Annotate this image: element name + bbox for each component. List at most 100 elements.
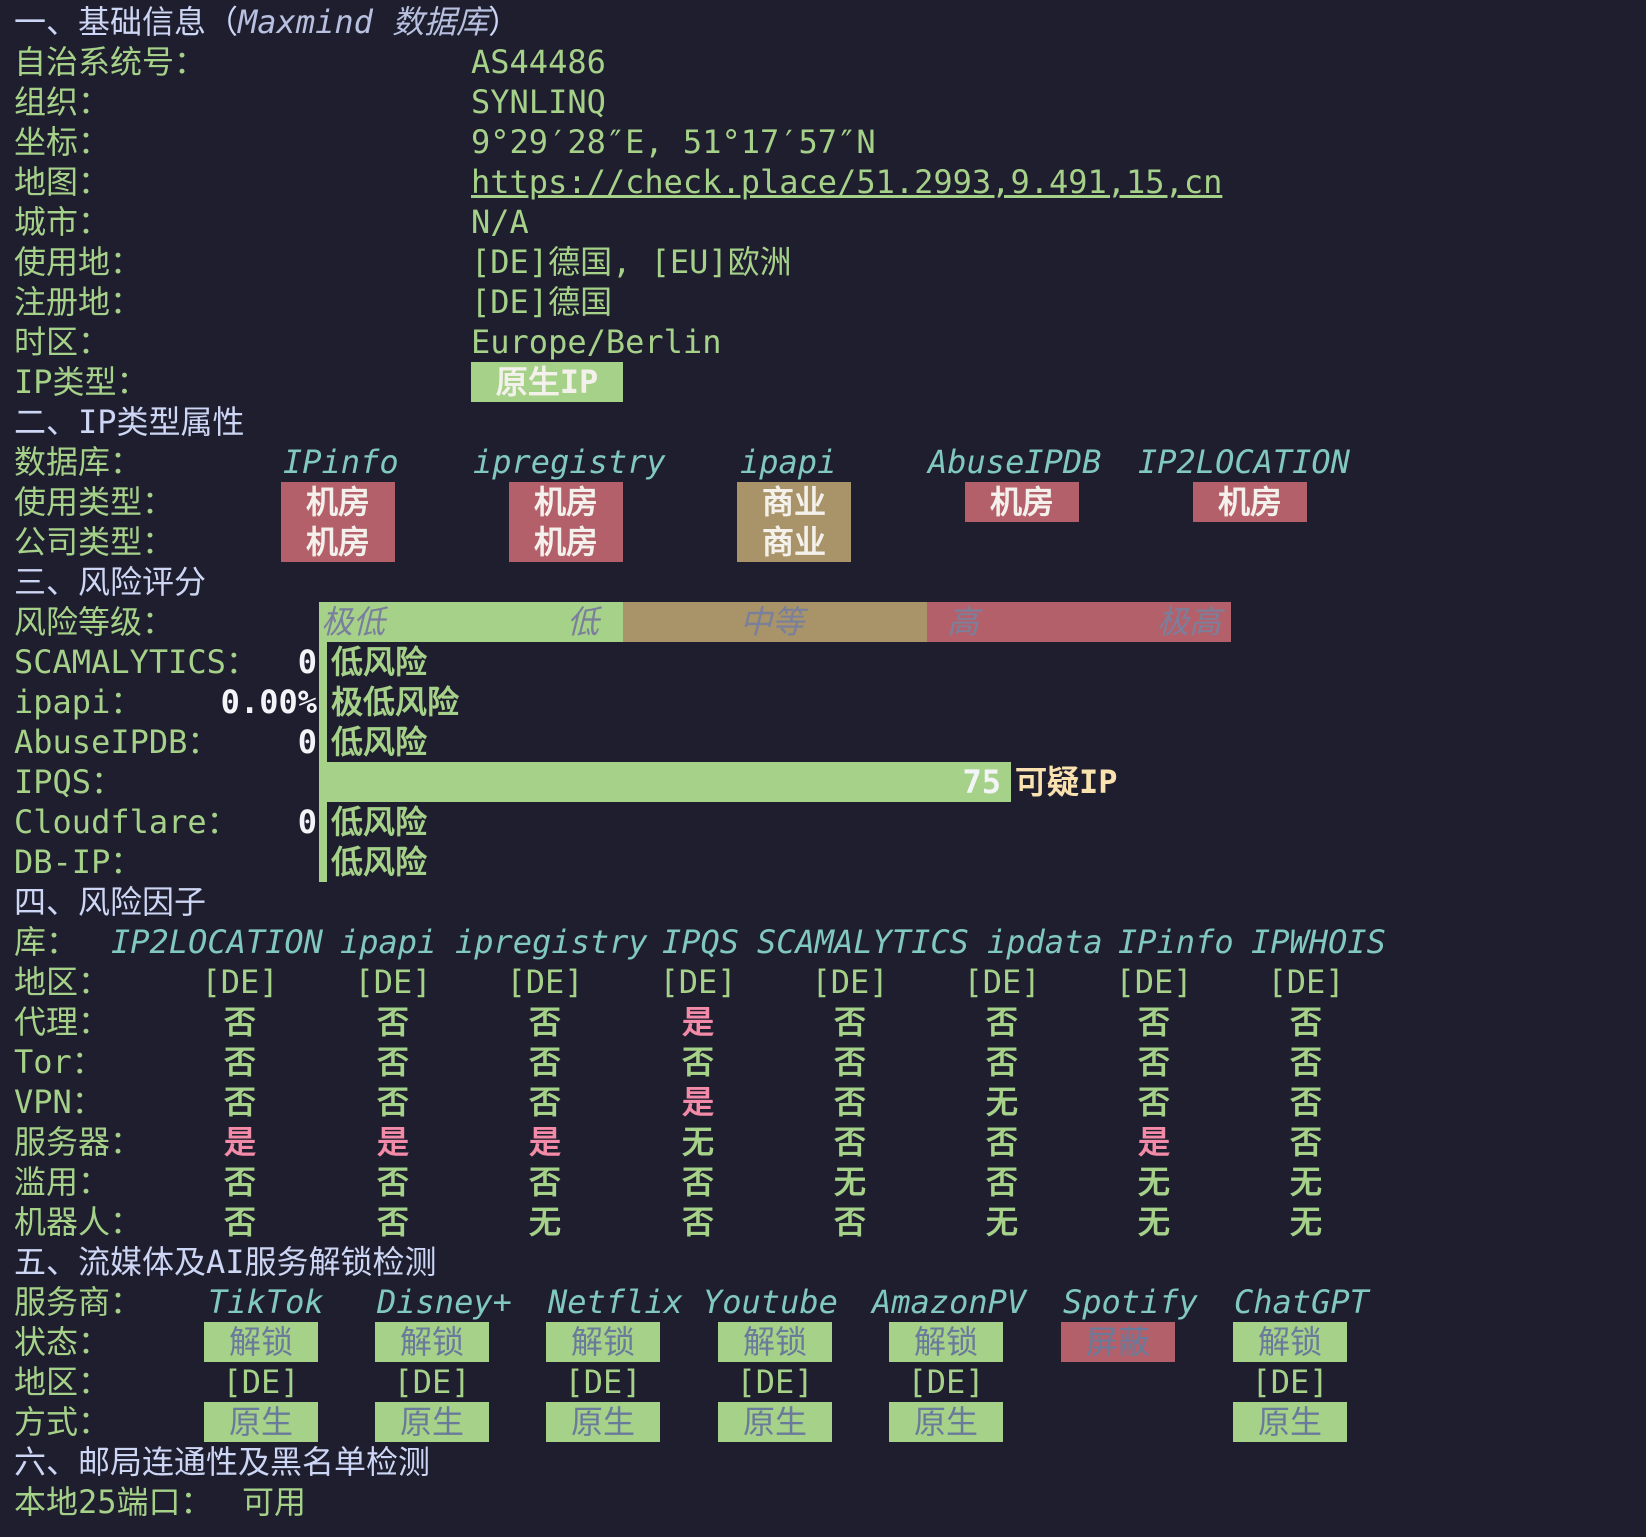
info-value: SYNLINQ: [471, 83, 606, 121]
factor-value: 否: [223, 1003, 256, 1041]
factor-value: 否: [376, 1083, 409, 1121]
risk-scale-label: 高: [947, 603, 980, 641]
service-region: [DE]: [736, 1363, 814, 1401]
factor-value: 否: [681, 1163, 714, 1201]
factor-value: 无: [1289, 1163, 1322, 1201]
factor-value: 是: [223, 1123, 256, 1161]
section-3-title: 三、风险评分: [14, 563, 207, 601]
factor-label: 滥用：: [14, 1163, 111, 1201]
db-label: 数据库：: [14, 443, 143, 481]
risk-source-label: AbuseIPDB：: [14, 723, 220, 761]
use-type-badge: 机房: [965, 482, 1079, 522]
risk-verdict: 低风险: [331, 803, 428, 841]
company-type-badge: 机房: [281, 522, 395, 562]
region-label: 地区：: [14, 1363, 111, 1401]
factor-value: 是: [681, 1003, 714, 1041]
factor-value: 否: [1289, 1083, 1322, 1121]
risk-source-label: DB-IP：: [14, 843, 143, 881]
factor-region: [DE]: [811, 963, 889, 1001]
risk-source-label: Cloudflare：: [14, 803, 239, 841]
factor-value: 是: [376, 1123, 409, 1161]
factor-value: 否: [528, 1083, 561, 1121]
risk-scale-label: 中等: [740, 603, 805, 641]
risk-score-value: 0: [297, 803, 317, 841]
section-1-title: 一、基础信息（Maxmind 数据库）: [14, 2, 520, 42]
factor-value: 否: [833, 1003, 866, 1041]
risk-score-value: 0.00%: [220, 683, 317, 721]
factor-value: 否: [223, 1043, 256, 1081]
info-value: 9°29′28″E, 51°17′57″N: [471, 123, 876, 161]
factor-value: 否: [376, 1203, 409, 1241]
service-status-badge: 解锁: [718, 1322, 832, 1362]
risk-score-value: 0: [297, 723, 317, 761]
db-name: ipregistry: [473, 443, 666, 481]
factor-value: 否: [985, 1003, 1018, 1041]
factor-label: 服务器：: [14, 1123, 143, 1161]
info-label: 注册地：: [14, 283, 143, 321]
service-status-badge: 解锁: [204, 1322, 318, 1362]
service-name: Netflix: [548, 1283, 683, 1321]
lib-name: IPinfo: [1118, 923, 1234, 961]
factor-value: 无: [985, 1083, 1018, 1121]
factor-label: Tor：: [14, 1043, 104, 1081]
factor-region: [DE]: [659, 963, 737, 1001]
factor-value: 否: [376, 1163, 409, 1201]
risk-source-label: IPQS：: [14, 763, 124, 801]
service-method-badge: 原生: [889, 1402, 1003, 1442]
service-name: Youtube: [703, 1283, 838, 1321]
factor-label: 代理：: [14, 1003, 111, 1041]
lib-name: IPQS: [662, 923, 740, 961]
risk-verdict: 低风险: [331, 843, 428, 881]
info-label: 地图：: [14, 163, 111, 201]
company-type-badge: 商业: [737, 522, 851, 562]
factor-value: 否: [376, 1003, 409, 1041]
factor-value: 无: [833, 1163, 866, 1201]
factor-region: [DE]: [506, 963, 584, 1001]
lib-name: ipapi: [340, 923, 437, 961]
section-5-title: 五、流媒体及AI服务解锁检测: [14, 1243, 437, 1281]
factor-value: 否: [1289, 1043, 1322, 1081]
factor-value: 否: [985, 1123, 1018, 1161]
service-region: [DE]: [393, 1363, 471, 1401]
iptype-badge: 原生IP: [471, 362, 623, 402]
factor-value: 否: [223, 1203, 256, 1241]
company-type-label: 公司类型：: [14, 523, 175, 561]
map-link[interactable]: https://check.place/51.2993,9.491,15,cn: [471, 163, 1223, 201]
factor-value: 否: [681, 1203, 714, 1241]
factor-label: VPN：: [14, 1083, 104, 1121]
info-label: 时区：: [14, 323, 111, 361]
factor-value: 否: [1137, 1003, 1170, 1041]
smtp-port-value: 可用: [242, 1483, 307, 1521]
factor-value: 否: [833, 1083, 866, 1121]
service-method-badge: 原生: [718, 1402, 832, 1442]
factor-region: [DE]: [963, 963, 1041, 1001]
risk-verdict: 低风险: [331, 643, 428, 681]
service-method-badge: 原生: [546, 1402, 660, 1442]
risk-score-marker: [1003, 762, 1011, 802]
db-name: ipapi: [740, 443, 837, 481]
info-label: 城市：: [14, 203, 111, 241]
risk-verdict: 低风险: [331, 723, 428, 761]
risk-score-marker: [319, 642, 327, 682]
factor-value: 否: [985, 1163, 1018, 1201]
service-status-badge: 屏蔽: [1061, 1322, 1175, 1362]
risk-scale-label: 极低: [321, 603, 386, 641]
factor-value: 否: [985, 1043, 1018, 1081]
risk-level-label: 风险等级：: [14, 603, 175, 641]
factor-value: 否: [833, 1203, 866, 1241]
factor-value: 否: [833, 1043, 866, 1081]
risk-score-fill: [319, 762, 1003, 802]
factor-value: 否: [1289, 1003, 1322, 1041]
info-value: AS44486: [471, 43, 606, 81]
risk-scale-label: 极高: [1157, 603, 1222, 641]
service-label: 服务商：: [14, 1283, 143, 1321]
factor-label: 地区：: [14, 963, 111, 1001]
risk-verdict: 极低风险: [331, 683, 460, 721]
info-value: N/A: [471, 203, 529, 241]
use-type-badge: 机房: [281, 482, 395, 522]
info-value: [DE]德国, [EU]欧洲: [471, 243, 792, 281]
db-name: IPinfo: [283, 443, 399, 481]
smtp-port-label: 本地25端口：: [14, 1483, 213, 1521]
factor-value: 是: [528, 1123, 561, 1161]
